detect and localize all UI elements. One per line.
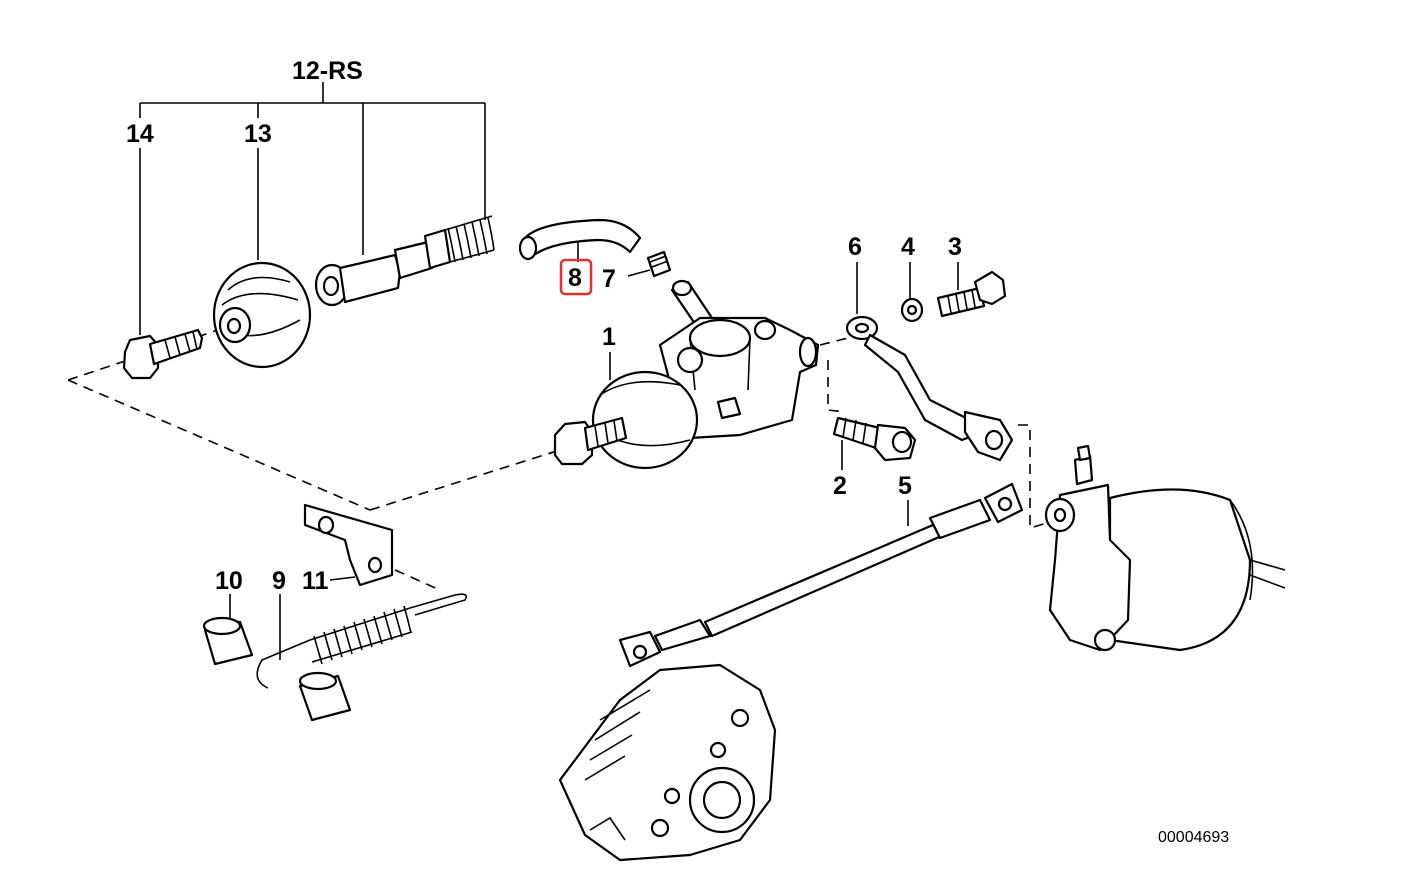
part-2-bolt xyxy=(832,416,917,470)
label-14: 14 xyxy=(126,120,154,148)
part-4-washer xyxy=(900,262,924,323)
part-1-cylinder xyxy=(553,279,820,470)
label-9: 9 xyxy=(272,567,286,595)
part-10-bushings xyxy=(202,594,352,722)
label-10: 10 xyxy=(215,567,243,595)
group-bracket-12rs xyxy=(139,82,486,335)
label-11: 11 xyxy=(302,567,329,595)
part-3-banjo-bolt xyxy=(936,262,1007,318)
part-13-dust-boot xyxy=(212,261,312,369)
label-5: 5 xyxy=(898,472,912,500)
part-7-hose-clamp xyxy=(627,250,672,278)
part-9-return-spring xyxy=(256,593,468,689)
label-13: 13 xyxy=(244,120,272,148)
transmission-housing xyxy=(558,663,777,862)
part-8-hose xyxy=(518,218,642,262)
highlight-box-part-8 xyxy=(559,258,593,296)
label-6: 6 xyxy=(848,233,862,261)
label-2: 2 xyxy=(833,472,847,500)
part-14-bleed-screw xyxy=(122,328,204,380)
label-7: 7 xyxy=(602,265,616,293)
reference-number: 00004693 xyxy=(1158,829,1229,846)
part-6-brake-line xyxy=(845,262,1014,462)
label-4: 4 xyxy=(901,233,915,261)
part-11-bracket xyxy=(303,503,394,587)
label-12rs: 12-RS xyxy=(292,57,363,85)
part-12rs-piston-spring xyxy=(314,215,495,307)
label-8: 8 xyxy=(568,264,582,292)
label-3: 3 xyxy=(948,233,962,261)
part-5-pushrod xyxy=(618,482,1024,668)
slave-cylinder-assembly xyxy=(1044,444,1286,652)
label-1: 1 xyxy=(602,323,616,351)
